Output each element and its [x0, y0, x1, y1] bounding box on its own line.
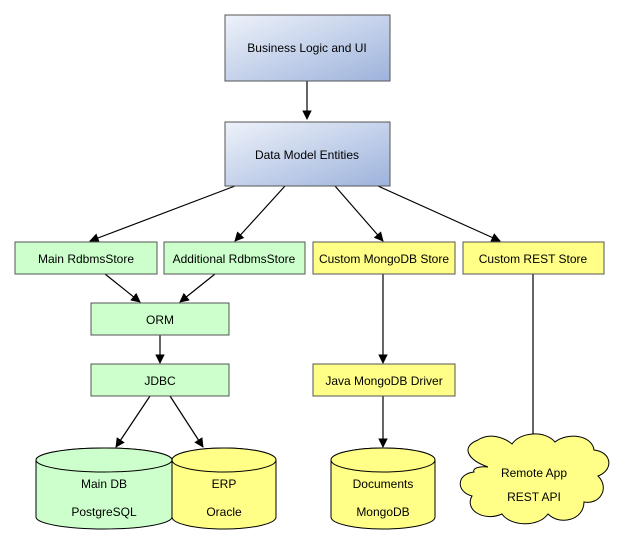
node-main-db-sublabel: PostgreSQL — [71, 505, 137, 519]
node-data-model-label: Data Model Entities — [255, 148, 359, 162]
node-documents-label: Documents — [353, 477, 414, 491]
node-documents-sublabel: MongoDB — [356, 505, 409, 519]
node-custom-mongo: Custom MongoDB Store — [312, 241, 456, 275]
node-remote-app-label: Remote App — [501, 466, 567, 480]
node-jdbc-label: JDBC — [144, 374, 176, 388]
node-main-db-label: Main DB — [81, 477, 127, 491]
node-orm-label: ORM — [146, 313, 174, 327]
node-additional-rdbms: Additional RdbmsStore — [163, 241, 306, 275]
node-remote-app: Remote App REST API — [459, 433, 610, 525]
node-business-logic: Business Logic and UI — [224, 14, 391, 82]
node-java-mongo-driver-label: Java MongoDB Driver — [325, 374, 442, 388]
node-main-rdbms-label: Main RdbmsStore — [38, 252, 134, 266]
edge-data-model-to-main-rdbms — [89, 185, 236, 243]
node-erp-label: ERP — [212, 477, 237, 491]
node-remote-app-sublabel: REST API — [507, 490, 561, 504]
edge-data-model-to-custom-rest — [377, 185, 501, 242]
node-data-model: Data Model Entities — [224, 121, 391, 187]
edge-additional-rdbms-to-orm — [179, 273, 216, 303]
node-java-mongo-driver: Java MongoDB Driver — [312, 363, 456, 397]
node-custom-mongo-label: Custom MongoDB Store — [319, 252, 449, 266]
cloud-icon — [459, 433, 610, 525]
node-orm: ORM — [90, 302, 230, 336]
node-custom-rest: Custom REST Store — [462, 241, 605, 275]
edge-jdbc-to-erp — [169, 395, 204, 448]
node-main-rdbms: Main RdbmsStore — [14, 241, 158, 275]
edge-data-model-to-custom-mongo — [334, 185, 384, 242]
node-business-logic-label: Business Logic and UI — [247, 41, 366, 55]
edge-jdbc-to-main-db — [115, 395, 151, 448]
edge-main-rdbms-to-orm — [104, 273, 141, 303]
node-main-db: Main DB PostgreSQL — [35, 447, 173, 530]
node-custom-rest-label: Custom REST Store — [479, 252, 588, 266]
edges — [89, 81, 538, 448]
node-jdbc: JDBC — [90, 363, 230, 397]
node-additional-rdbms-label: Additional RdbmsStore — [173, 252, 296, 266]
node-erp-sublabel: Oracle — [206, 505, 242, 519]
node-erp: ERP Oracle — [171, 447, 277, 530]
edge-data-model-to-additional-rdbms — [234, 185, 286, 242]
node-documents: Documents MongoDB — [330, 447, 436, 530]
